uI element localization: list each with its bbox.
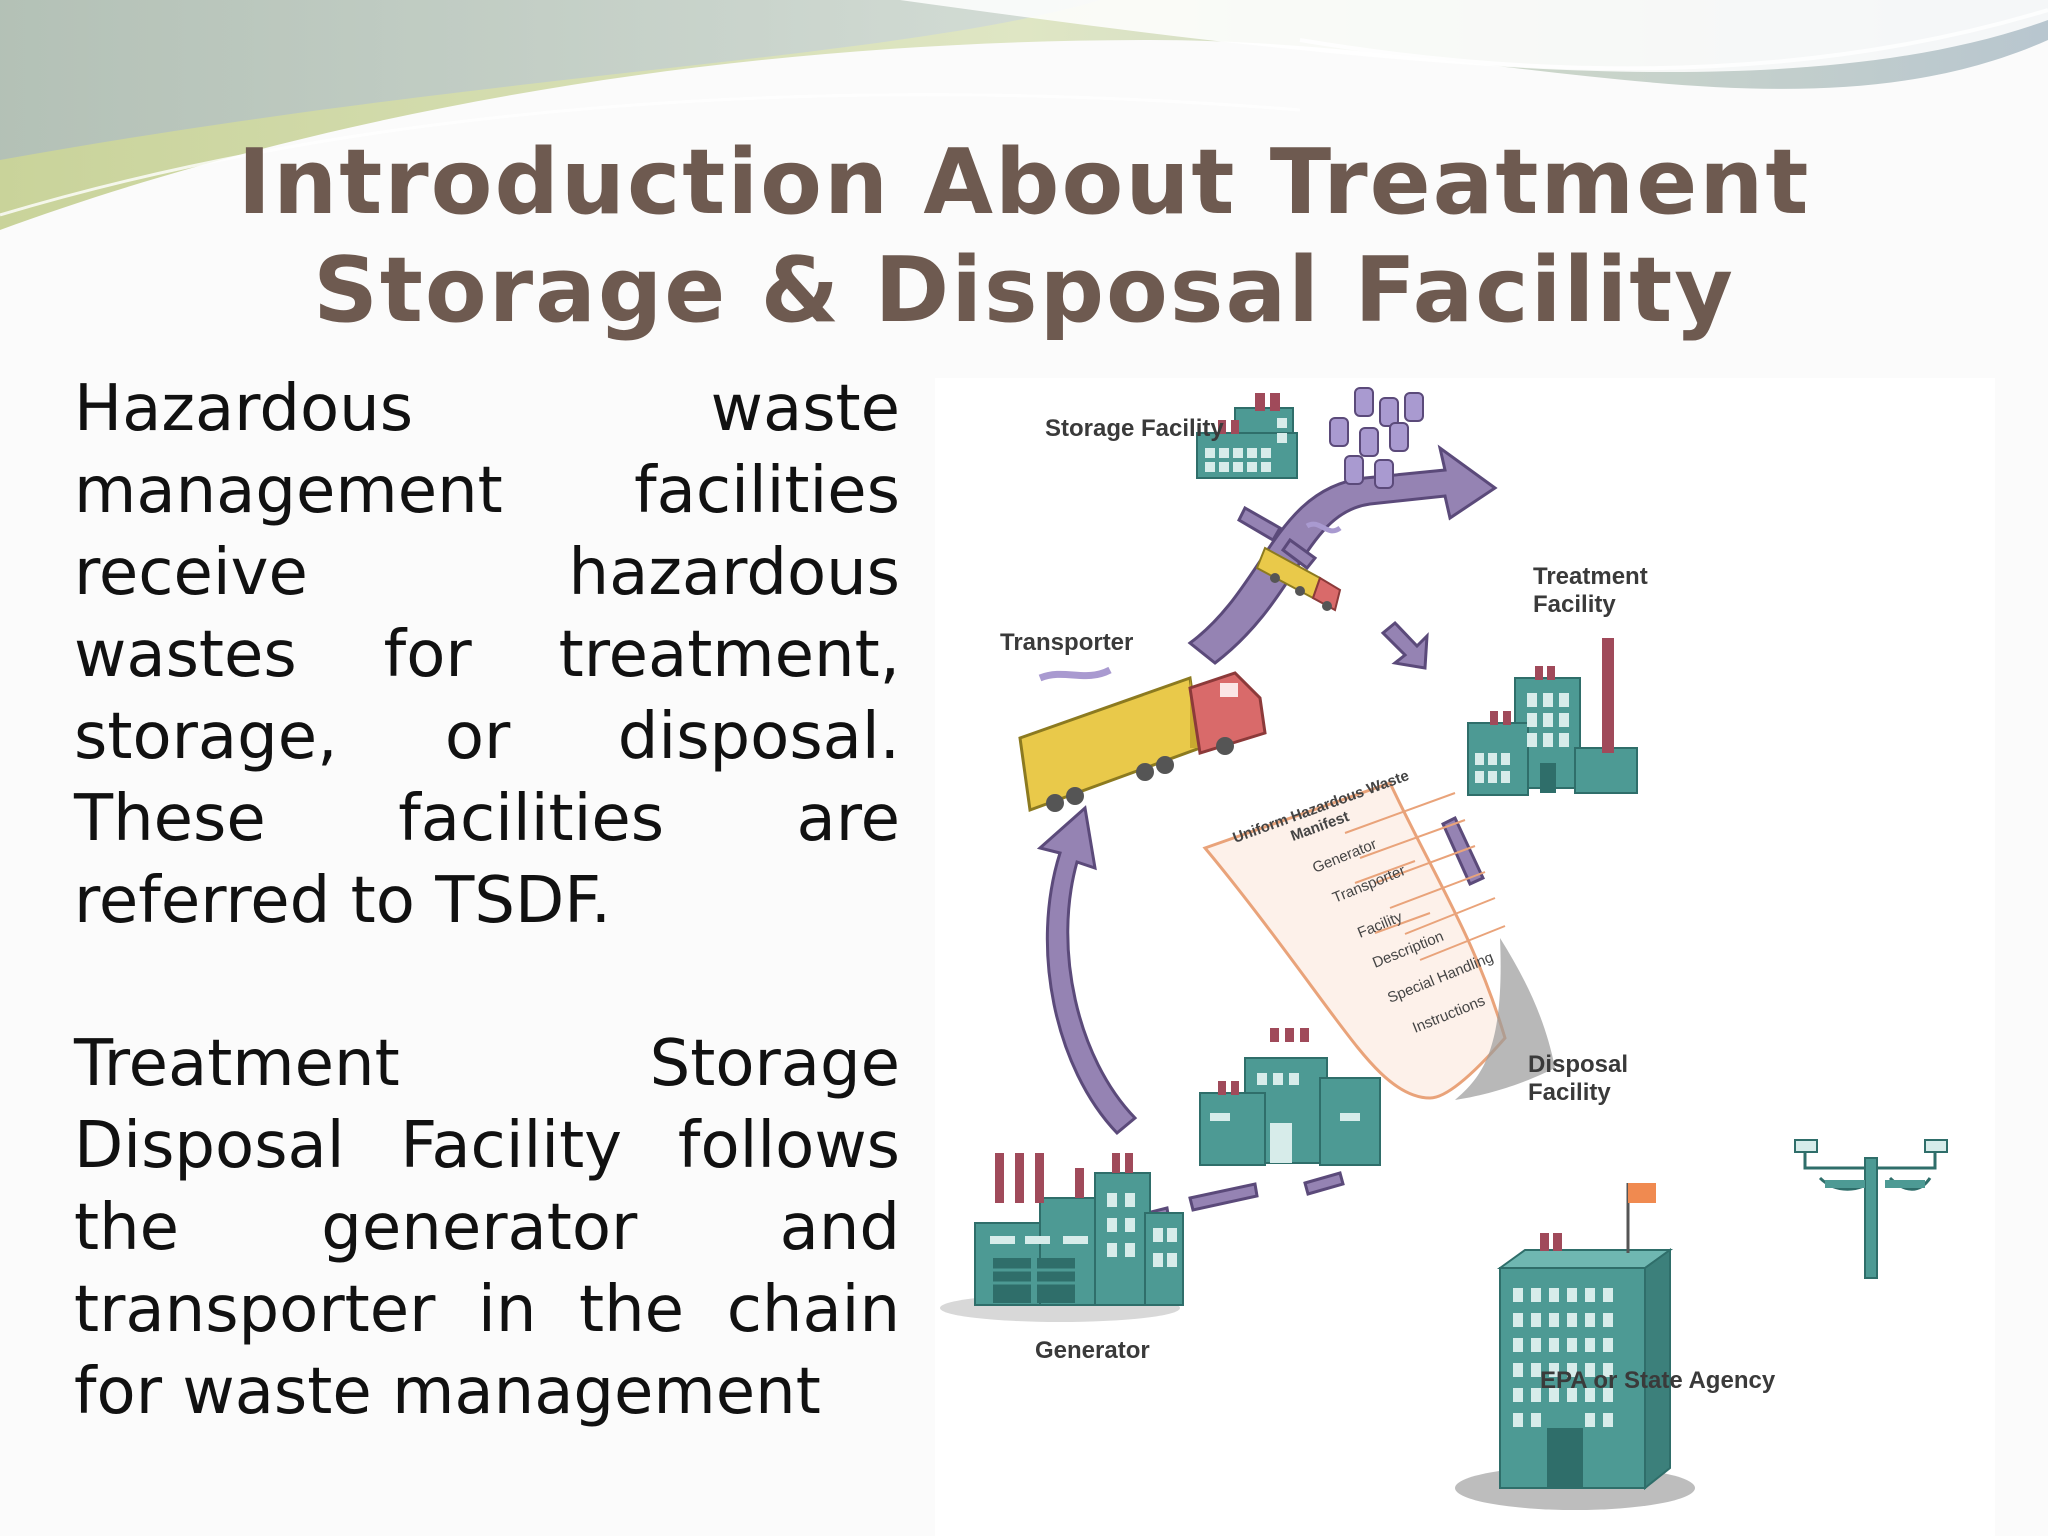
disposal-facility: Disposal Facility (1199, 1028, 1948, 1279)
treatment-label-line-2: Facility (1533, 591, 1616, 618)
storage-drums (1329, 387, 1424, 489)
disposal-label-line-2: Facility (1528, 1079, 1611, 1106)
disposal-label-line-1: Disposal (1528, 1051, 1628, 1078)
treatment-facility: Treatment Facility (1467, 563, 1648, 796)
slide-title-line-2: Storage & Disposal Facility (313, 238, 1735, 343)
storage-facility: Storage Facility (1045, 387, 1424, 489)
generator-facility: Generator (940, 1153, 1184, 1364)
arrow-transporter-to-storage (1187, 444, 1498, 665)
epa-agency-label: EPA or State Agency (1540, 1367, 1776, 1394)
hazardous-waste-manifest: Uniform Hazardous Waste Manifest Generat… (1202, 767, 1555, 1100)
tsdf-cycle-diagram: Storage Facility Transporter (935, 378, 1995, 1536)
chain-paragraph: Treatment Storage Disposal Facility foll… (74, 1027, 900, 1429)
transporter-truck: Transporter (1000, 629, 1267, 813)
treatment-label-line-1: Treatment (1533, 563, 1648, 590)
arrow-generator-to-transporter (1036, 805, 1138, 1136)
arrow-disposal-to-generator-1 (1303, 1171, 1345, 1196)
flag-icon (1628, 1183, 1656, 1203)
small-truck-1 (1255, 521, 1342, 612)
storage-facility-label: Storage Facility (1045, 415, 1224, 442)
epa-state-agency-building: EPA or State Agency (1455, 1183, 1776, 1510)
arrow-storage-down-1 (1237, 505, 1283, 543)
generator-label: Generator (1035, 1337, 1150, 1364)
arrow-to-treatment (1380, 620, 1429, 670)
arrow-disposal-to-generator-2 (1188, 1182, 1259, 1212)
arrow-storage-down-2 (1280, 537, 1318, 571)
transporter-label: Transporter (1000, 629, 1133, 656)
intro-paragraph: Hazardous waste management facilities re… (74, 372, 900, 938)
slide-title-line-1: Introduction About Treatment (237, 130, 1811, 235)
